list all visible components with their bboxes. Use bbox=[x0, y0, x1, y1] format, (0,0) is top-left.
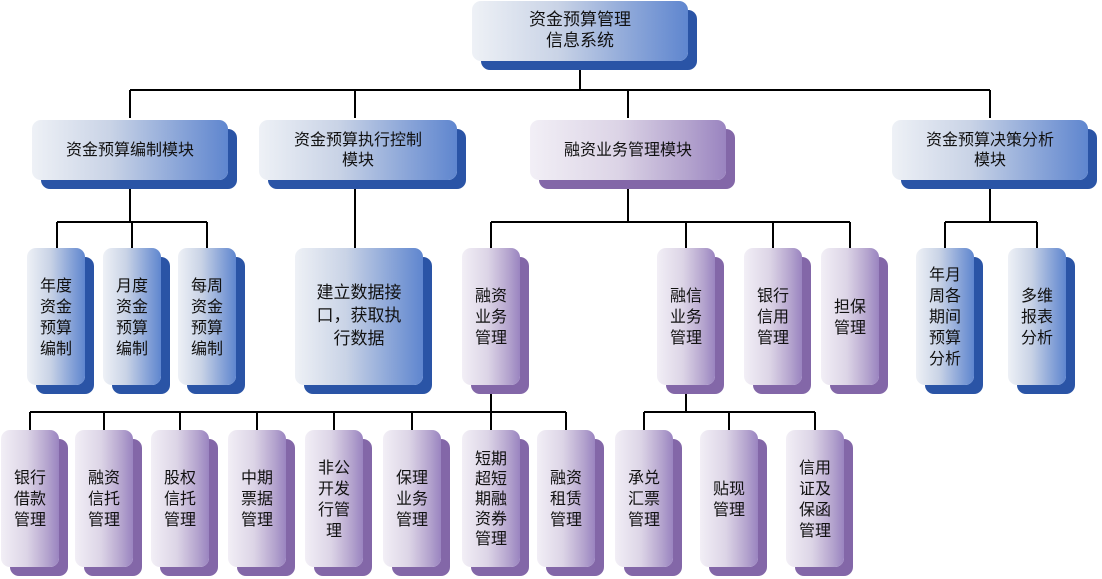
node-short-term-bonds: 短期 超短 期融 资券 管理 bbox=[462, 430, 520, 567]
node-root-label: 资金预算管理 信息系统 bbox=[529, 10, 631, 51]
node-letters-of-credit: 信用 证及 保函 管理 bbox=[786, 430, 844, 567]
node-monthly-budget-label: 月度 资金 预算 编制 bbox=[115, 275, 148, 358]
node-financial-leasing: 融资 租赁 管理 bbox=[537, 430, 595, 567]
node-short-term-bonds-label: 短期 超短 期融 资券 管理 bbox=[474, 448, 507, 548]
node-factoring: 保理 业务 管理 bbox=[383, 430, 441, 567]
node-guarantee-label: 担保 管理 bbox=[833, 296, 866, 337]
node-medium-term-notes-label: 中期 票据 管理 bbox=[240, 468, 273, 529]
node-module-budget-execution: 资金预算执行控制 模块 bbox=[259, 120, 457, 180]
node-period-analysis-label: 年月 周各 期间 预算 分析 bbox=[928, 265, 961, 368]
node-module-decision-analysis: 资金预算决策分析 模块 bbox=[892, 120, 1088, 180]
node-acceptance-bills-label: 承兑 汇票 管理 bbox=[627, 468, 660, 529]
node-weekly-budget-label: 每周 资金 预算 编制 bbox=[190, 275, 223, 358]
node-equity-trust: 股权 信托 管理 bbox=[151, 430, 209, 567]
node-bank-credit: 银行 信用 管理 bbox=[744, 248, 802, 385]
node-credit-business-label: 融信 业务 管理 bbox=[669, 286, 702, 347]
node-period-analysis: 年月 周各 期间 预算 分析 bbox=[916, 248, 974, 385]
node-financing-business-label: 融资 业务 管理 bbox=[474, 286, 507, 347]
node-bank-loan: 银行 借款 管理 bbox=[1, 430, 59, 567]
node-root: 资金预算管理 信息系统 bbox=[472, 1, 688, 61]
node-credit-business: 融信 业务 管理 bbox=[657, 248, 715, 385]
node-factoring-label: 保理 业务 管理 bbox=[395, 468, 428, 529]
node-bank-loan-label: 银行 借款 管理 bbox=[13, 468, 46, 529]
node-financial-leasing-label: 融资 租赁 管理 bbox=[549, 468, 582, 529]
node-financing-trust: 融资 信托 管理 bbox=[75, 430, 133, 567]
node-data-interface: 建立数据接 口，获取执 行数据 bbox=[295, 248, 423, 385]
node-module-budget-compilation: 资金预算编制模块 bbox=[32, 120, 228, 180]
node-bank-credit-label: 银行 信用 管理 bbox=[756, 286, 789, 347]
node-guarantee: 担保 管理 bbox=[821, 248, 879, 385]
node-letters-of-credit-label: 信用 证及 保函 管理 bbox=[798, 457, 831, 540]
node-annual-budget: 年度 资金 预算 编制 bbox=[27, 248, 85, 385]
node-acceptance-bills: 承兑 汇票 管理 bbox=[615, 430, 673, 567]
node-financing-trust-label: 融资 信托 管理 bbox=[87, 468, 120, 529]
node-module-budget-compilation-label: 资金预算编制模块 bbox=[65, 140, 194, 159]
node-equity-trust-label: 股权 信托 管理 bbox=[163, 468, 196, 529]
node-medium-term-notes: 中期 票据 管理 bbox=[228, 430, 286, 567]
node-annual-budget-label: 年度 资金 预算 编制 bbox=[39, 275, 72, 358]
node-module-budget-execution-label: 资金预算执行控制 模块 bbox=[293, 130, 422, 169]
node-data-interface-label: 建立数据接 口，获取执 行数据 bbox=[316, 283, 402, 349]
node-report-analysis: 多维 报表 分析 bbox=[1008, 248, 1066, 385]
node-private-placement: 非公 开发 行管 理 bbox=[305, 430, 363, 567]
node-discounting-label: 贴现 管理 bbox=[712, 478, 745, 519]
node-module-decision-analysis-label: 资金预算决策分析 模块 bbox=[925, 130, 1054, 169]
node-discounting: 贴现 管理 bbox=[700, 430, 758, 567]
node-report-analysis-label: 多维 报表 分析 bbox=[1020, 286, 1053, 347]
node-module-financing: 融资业务管理模块 bbox=[530, 120, 726, 180]
node-private-placement-label: 非公 开发 行管 理 bbox=[317, 457, 350, 540]
node-weekly-budget: 每周 资金 预算 编制 bbox=[178, 248, 236, 385]
node-module-financing-label: 融资业务管理模块 bbox=[563, 140, 692, 159]
node-monthly-budget: 月度 资金 预算 编制 bbox=[103, 248, 161, 385]
node-financing-business: 融资 业务 管理 bbox=[462, 248, 520, 385]
